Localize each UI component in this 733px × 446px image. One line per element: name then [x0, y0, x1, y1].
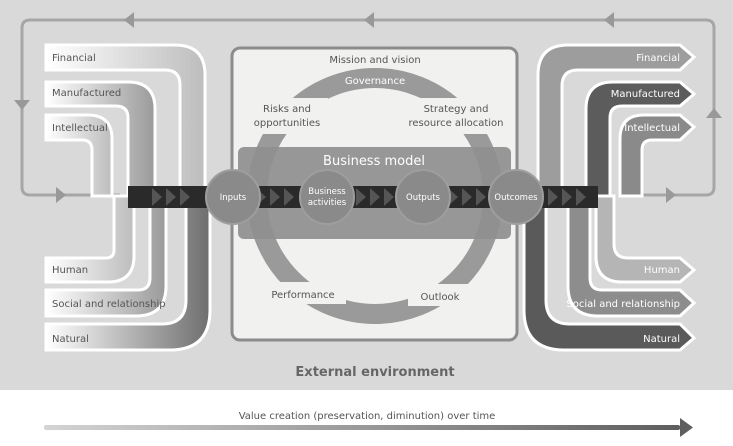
time-axis-bar	[44, 425, 680, 430]
input-capital-natural: Natural	[52, 334, 89, 345]
loop-arrow-icon	[706, 108, 722, 118]
strategy-label-line1: Strategy and	[424, 104, 489, 115]
time-axis-label: Value creation (preservation, diminution…	[239, 411, 496, 422]
outlook-label: Outlook	[421, 292, 460, 303]
outcome-capital-financial: Financial	[636, 53, 680, 64]
input-capital-financial: Financial	[52, 53, 96, 64]
flow-node-outputs: Outputs	[395, 169, 451, 225]
risks-label-line2: opportunities	[254, 118, 320, 129]
strategy-label-line2: resource allocation	[408, 118, 503, 129]
flow-chevrons	[152, 188, 586, 206]
activities-label-line2: activities	[308, 198, 347, 208]
outcome-capital-intellectual: Intellectual	[624, 123, 680, 134]
activities-label-line1: Business	[308, 187, 346, 197]
outcome-capital-social: Social and relationship	[566, 299, 680, 310]
outcome-capital-manufactured: Manufactured	[611, 89, 680, 100]
input-capital-human: Human	[52, 265, 88, 276]
loop-arrow-icon	[124, 12, 134, 28]
inputs-label: Inputs	[220, 193, 247, 203]
input-capital-intellectual: Intellectual	[52, 123, 108, 134]
input-capital-manufactured: Manufactured	[52, 88, 121, 99]
external-environment-label: External environment	[295, 365, 454, 380]
governance-label: Governance	[345, 76, 405, 87]
time-axis-arrow-icon	[680, 418, 693, 437]
flow-node-inputs: Inputs	[205, 169, 261, 225]
risks-label-line1: Risks and	[263, 104, 311, 115]
flow-node-outcomes: Outcomes	[488, 169, 544, 225]
loop-arrowheads	[14, 12, 722, 203]
outcome-capital-human: Human	[644, 265, 680, 276]
outputs-label: Outputs	[406, 193, 441, 203]
outcomes-label: Outcomes	[494, 193, 538, 203]
loop-arrow-icon	[666, 187, 676, 203]
loop-arrow-icon	[14, 100, 30, 110]
business-model-title: Business model	[323, 154, 425, 169]
flow-node-business-activities: Business activities	[299, 169, 355, 225]
performance-label: Performance	[271, 290, 334, 301]
input-capital-social: Social and relationship	[52, 299, 166, 310]
loop-arrow-icon	[56, 187, 66, 203]
loop-arrow-icon	[604, 12, 614, 28]
mission-label: Mission and vision	[329, 55, 420, 66]
loop-arrow-icon	[364, 12, 374, 28]
outcome-capital-natural: Natural	[643, 334, 680, 345]
